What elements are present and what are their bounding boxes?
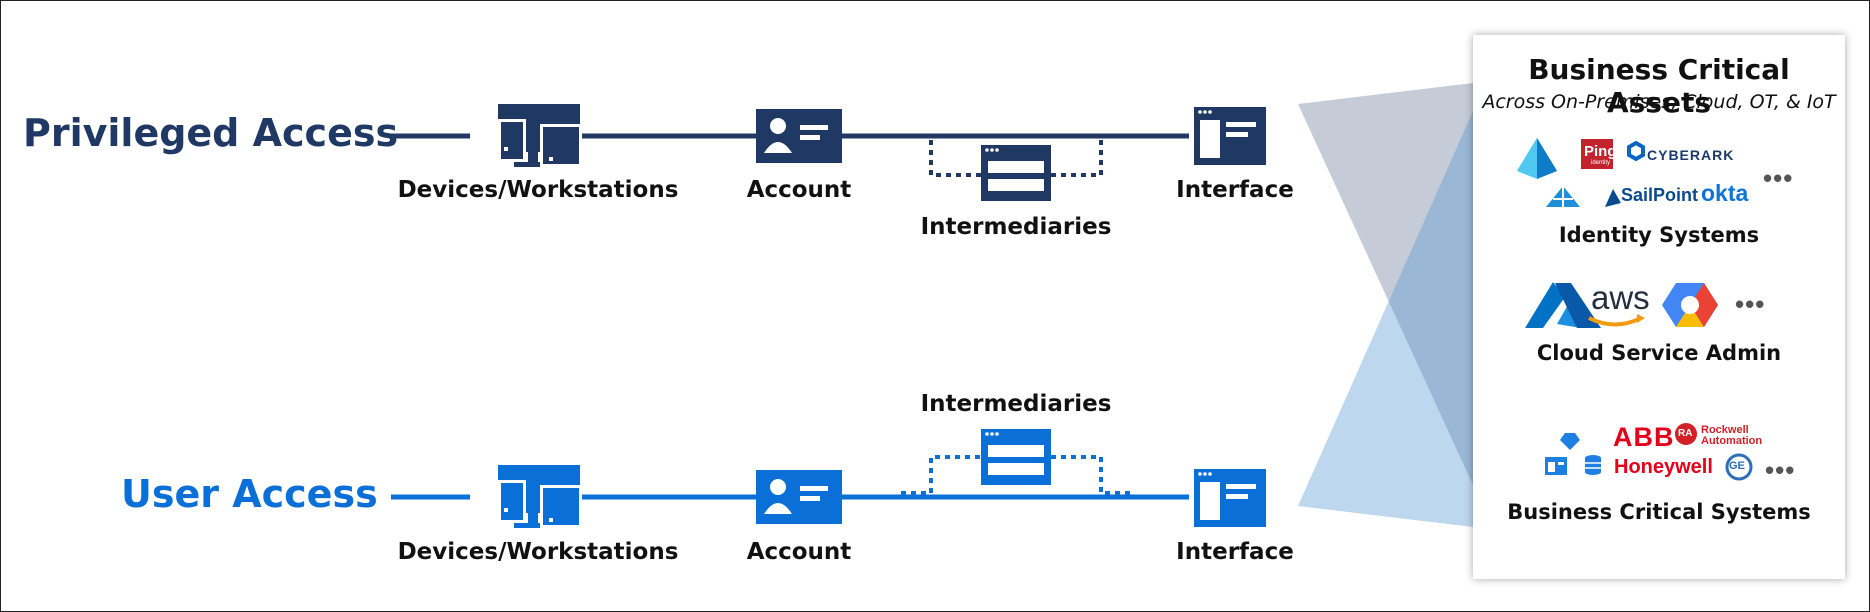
business-critical-systems-label: Business Critical Systems [1507, 500, 1811, 524]
account-card-icon [756, 470, 842, 524]
devices-icon [470, 465, 582, 535]
devices-icon [470, 104, 582, 174]
privileged-path [391, 104, 1266, 201]
ping-identity-icon [1581, 139, 1613, 169]
ping-logo-text: Ping [1584, 143, 1617, 160]
ge-logo-text: GE [1729, 460, 1745, 472]
user-funnel [1298, 111, 1473, 527]
abb-logo: ABB [1613, 422, 1675, 452]
aws-smile-icon [1588, 316, 1642, 327]
user-account-label: Account [746, 539, 852, 565]
rockwell-badge-icon [1675, 423, 1697, 445]
rockwell-logo-line2: Automation [1701, 435, 1763, 447]
user-path [391, 429, 1266, 535]
sailpoint-icon [1605, 189, 1621, 207]
cloud-more-icon: ••• [1735, 289, 1766, 319]
user-access-title: User Access [121, 472, 378, 516]
user-intermediary-dotted-bypass [901, 455, 1131, 495]
pyramid-identity-icon [1546, 186, 1580, 207]
ge-icon [1725, 453, 1753, 481]
database-icon [1585, 455, 1601, 475]
privileged-devices-label: Devices/Workstations [397, 177, 679, 203]
logo-graphics [1517, 138, 1753, 481]
privileged-funnel [1298, 83, 1473, 485]
identity-more-icon: ••• [1763, 163, 1794, 193]
privileged-intermediaries-label: Intermediaries [920, 214, 1112, 240]
cyberark-logo: CYBERARK [1647, 147, 1735, 163]
okta-logo: okta [1701, 180, 1749, 206]
assets-title: Business Critical Assets [1528, 53, 1790, 119]
aws-logo: aws [1591, 279, 1650, 316]
privileged-account-label: Account [746, 177, 852, 203]
privileged-interface-label: Interface [1176, 177, 1294, 203]
diamond-icon [1560, 433, 1580, 450]
azure-icon [1525, 282, 1601, 328]
rockwell-badge-text: RA [1678, 428, 1693, 439]
cloud-service-admin-label: Cloud Service Admin [1536, 341, 1782, 365]
assets-subtitle: Across On-Premises, Cloud, OT, & IoT [1482, 91, 1836, 113]
google-cloud-icon [1662, 283, 1718, 327]
critical-more-icon: ••• [1765, 455, 1796, 485]
cyberark-icon [1627, 140, 1645, 162]
business-critical-assets-panel: Business Critical Assets Across On-Premi… [1473, 35, 1845, 579]
user-devices-label: Devices/Workstations [397, 539, 679, 565]
ping-logo-sub: identity [1591, 160, 1611, 166]
dashboard-icon [1545, 457, 1567, 475]
azure-ad-icon [1517, 138, 1557, 179]
rockwell-logo-line1: Rockwell [1701, 424, 1749, 436]
aws-arrow-icon [1637, 314, 1645, 323]
honeywell-logo: Honeywell [1614, 456, 1713, 478]
privileged-intermediary-dotted-bypass [929, 140, 1103, 177]
account-card-icon [756, 109, 842, 163]
interface-window-icon [1194, 107, 1266, 165]
interface-window-icon [1194, 469, 1266, 527]
user-interface-label: Interface [1176, 539, 1294, 565]
user-intermediaries-label: Intermediaries [920, 391, 1112, 417]
identity-systems-label: Identity Systems [1558, 223, 1760, 247]
privileged-access-title: Privileged Access [23, 111, 399, 155]
intermediary-window-icon [981, 145, 1051, 201]
sailpoint-logo: SailPoint [1621, 185, 1699, 205]
intermediary-window-icon [981, 429, 1051, 485]
